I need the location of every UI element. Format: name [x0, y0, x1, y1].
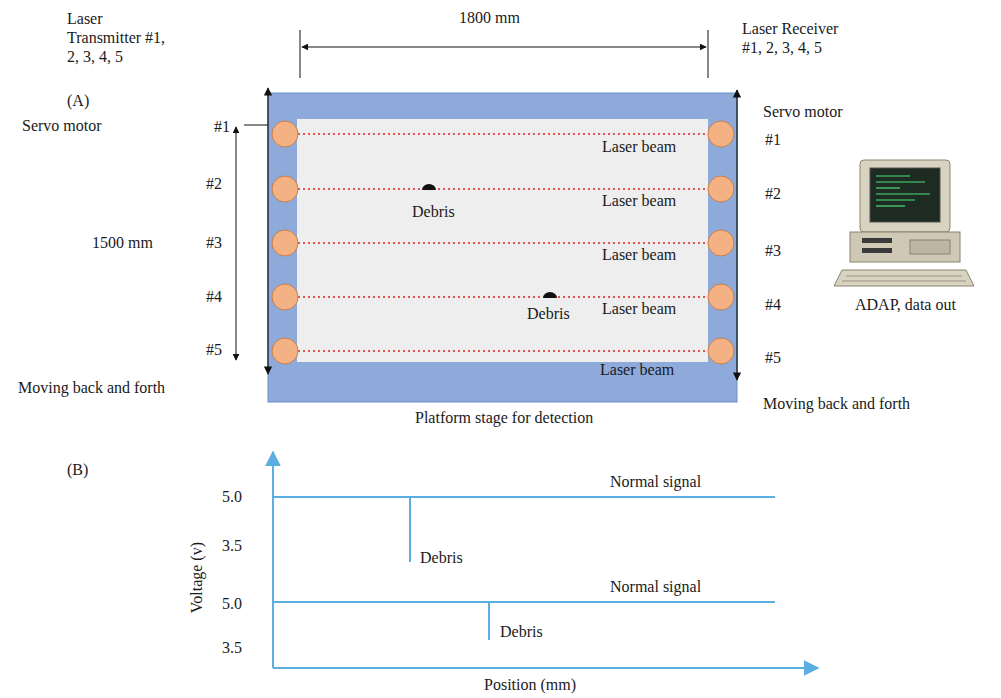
motion-arrow — [736, 90, 737, 380]
text-label: #1 — [214, 117, 230, 136]
text-label: 1800 mm — [459, 8, 520, 27]
text-label: 3.5 — [222, 536, 242, 555]
text-label: Moving back and forth — [763, 394, 910, 413]
text-label: Debris — [412, 202, 455, 221]
motion-arrow — [267, 88, 268, 374]
text-label: #3 — [206, 233, 222, 252]
text-label: ADAP, data out — [855, 295, 956, 314]
dimension-1500 — [236, 125, 268, 360]
text-label: #1 — [765, 130, 781, 149]
text-label: #5 — [765, 348, 781, 367]
signal-chart — [273, 452, 818, 668]
text-label: Servo motor — [22, 116, 102, 135]
text-label: Platform stage for detection — [415, 408, 593, 427]
text-label: Normal signal — [610, 577, 701, 596]
text-label: (A) — [67, 91, 89, 110]
text-label: Laser Transmitter #1, 2, 3, 4, 5 — [67, 9, 171, 67]
text-label: 5.0 — [222, 594, 242, 613]
text-label: Laser beam — [600, 191, 678, 210]
text-label: #5 — [206, 340, 222, 359]
laser-beams — [298, 134, 708, 351]
text-label: Laser beam — [600, 360, 674, 379]
text-label: (B) — [67, 460, 88, 479]
platform-frame — [268, 93, 737, 402]
debris — [422, 184, 436, 190]
text-label: 1500 mm — [92, 233, 153, 252]
text-label: 5.0 — [222, 487, 242, 506]
text-label: #4 — [765, 295, 781, 314]
text-label: Moving back and forth — [18, 378, 165, 397]
text-label: #4 — [206, 287, 222, 306]
text-label: Laser beam — [600, 245, 678, 264]
text-label: Debris — [420, 548, 463, 567]
platform-stage — [297, 119, 708, 362]
text-label: Debris — [527, 304, 570, 323]
text-label: Debris — [500, 622, 543, 641]
text-label: Position (mm) — [484, 675, 576, 694]
debris — [543, 292, 557, 298]
dimension-1800 — [300, 30, 708, 78]
computer-icon — [834, 160, 974, 286]
text-label: Laser beam — [600, 137, 678, 156]
text-label: Normal signal — [610, 472, 701, 491]
laser-units — [272, 121, 734, 364]
text-label: Voltage (v) — [187, 542, 206, 613]
text-label: #3 — [765, 241, 781, 260]
text-label: 3.5 — [222, 638, 242, 657]
text-label: #2 — [206, 174, 222, 193]
text-label: Laser beam — [600, 299, 678, 318]
text-label: Servo motor — [763, 102, 843, 121]
text-label: #2 — [765, 184, 781, 203]
text-label: Laser Receiver #1, 2, 3, 4, 5 — [742, 19, 846, 57]
